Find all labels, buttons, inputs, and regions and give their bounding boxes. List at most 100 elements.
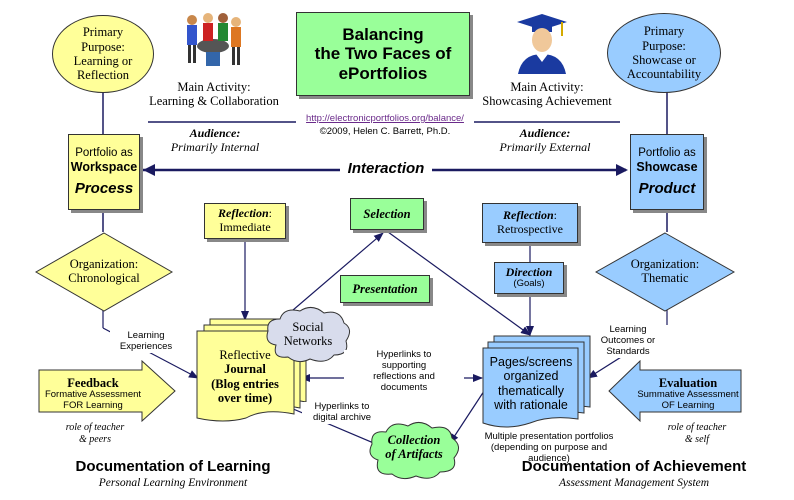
feedback-title: Feedback [67, 376, 119, 390]
label-line: Standards [606, 345, 650, 357]
social-networks-text: Social Networks [262, 320, 354, 349]
reflection-sub: Immediate [219, 220, 271, 234]
reflection-immediate-box: Reflection: Immediate [204, 203, 286, 239]
source-url-link[interactable]: http://electronicportfolios.org/balance/ [296, 113, 474, 125]
activity-line: Main Activity: [510, 80, 584, 94]
graduate-icon [517, 14, 567, 74]
documentation-achievement-title: Documentation of Achievement [521, 458, 747, 475]
collection-artifacts-cloud [369, 422, 459, 480]
interaction-arrowhead-left [143, 164, 155, 176]
journal-line: Reflective [219, 348, 271, 362]
portfolio-kind: Showcase [636, 159, 698, 174]
label-line: Experiences [119, 340, 173, 352]
audience-left-value: Primarily Internal [170, 140, 260, 154]
group-collaboration-icon [187, 13, 241, 66]
connector-selection-to-pages [387, 231, 531, 336]
pages-screens-text: Pages/screens organized thematically wit… [482, 355, 580, 413]
interaction-arrowhead-right [616, 164, 628, 176]
purpose-line: Purpose: [642, 38, 686, 53]
evaluation-line: Summative Assessment [637, 389, 739, 401]
feedback-text: Feedback Formative Assessment FOR Learni… [38, 376, 148, 412]
organization-line: Chronological [68, 271, 140, 286]
purpose-line: Learning or [73, 54, 133, 68]
organization-thematic-text: Organization: Thematic [595, 257, 735, 286]
organization-chronological-diamond [35, 232, 173, 312]
main-activity-right: Main Activity: Showcasing Achievement [472, 80, 622, 109]
cloud-line: Social [292, 320, 324, 334]
pages-line: thematically [498, 383, 564, 398]
portfolio-showcase-box: Portfolio as Showcase Product [630, 134, 704, 210]
organization-thematic-diamond [595, 232, 735, 312]
audience-left: Audience: [160, 126, 270, 141]
title-line: Balancing [342, 24, 424, 44]
reflection-sub: Retrospective [497, 222, 563, 236]
audience-right-value: Primarily External [499, 140, 591, 154]
feedback-line: Formative Assessment [44, 389, 142, 401]
feedback-arrow-shape [38, 360, 176, 422]
documentation-achievement-subtitle: Assessment Management System [558, 477, 710, 489]
presentation-box: Presentation [340, 275, 430, 303]
label-line: Learning [127, 330, 165, 341]
main-activity-left: Main Activity: Learning & Collaboration [140, 80, 288, 109]
role-left-label: role of teacher & peers [50, 422, 140, 445]
label-line: reflections and [373, 370, 435, 382]
label-line: supporting [381, 359, 427, 371]
portfolio-as-label: Portfolio as [638, 146, 696, 159]
purpose-line: Primary [643, 24, 685, 39]
hyperlinks-archive-label: Hyperlinks to digital archive [302, 401, 382, 424]
audience-right: Audience: [490, 126, 600, 141]
direction-box: Direction (Goals) [494, 262, 564, 294]
evaluation-line: OF Learning [661, 400, 715, 412]
portfolio-kind: Workspace [70, 159, 138, 174]
label-line: Multiple presentation portfolios [484, 431, 614, 442]
label-line: Outcomes or [600, 334, 656, 346]
documentation-learning-subtitle: Personal Learning Environment [98, 477, 248, 489]
title-line: the Two Faces of [314, 44, 452, 64]
pages-line: with rationale [494, 398, 568, 413]
portfolio-as-label: Portfolio as [75, 146, 133, 159]
audience-label: Audience: [189, 126, 241, 140]
organization-line: Organization: [69, 257, 139, 271]
learning-experiences-label: Learning Experiences [110, 330, 182, 353]
purpose-line: Showcase or [632, 53, 696, 67]
activity-line: Main Activity: [177, 80, 251, 94]
portfolio-type: Product [638, 180, 696, 198]
label-line: digital archive [312, 411, 372, 423]
organization-line: Organization: [630, 257, 700, 271]
purpose-line: Accountability [626, 67, 702, 82]
label-line: (depending on purpose and audience) [490, 441, 608, 464]
documentation-learning-title: Documentation of Learning [75, 458, 271, 475]
direction-sub: (Goals) [513, 278, 545, 290]
portfolio-workspace-box: Portfolio as Workspace Process [68, 134, 140, 210]
purpose-line: Purpose: [81, 39, 125, 54]
label-line: Hyperlinks to [314, 401, 370, 412]
primary-purpose-showcase-ellipse: Primary Purpose: Showcase or Accountabil… [607, 13, 721, 93]
collection-line: of Artifacts [385, 447, 443, 462]
journal-line: (Blog entries [211, 376, 279, 391]
direction-title: Direction [505, 264, 553, 279]
purpose-line: Reflection [76, 68, 130, 83]
activity-line: Showcasing Achievement [482, 94, 612, 109]
selection-box: Selection [350, 198, 424, 230]
audience-label: Audience: [519, 126, 571, 140]
evaluation-text: Evaluation Summative Assessment OF Learn… [634, 376, 742, 412]
pages-screens-shape [482, 335, 591, 428]
portfolio-type: Process [74, 180, 134, 198]
organization-chronological-text: Organization: Chronological [35, 257, 173, 286]
pages-line: organized [503, 369, 559, 384]
role-line: role of teacher [667, 422, 727, 433]
role-right-label: role of teacher & self [652, 422, 742, 445]
label-line: Learning [609, 324, 647, 335]
social-networks-cloud [266, 307, 350, 363]
reflection-retrospective-box: Reflection: Retrospective [482, 203, 578, 243]
copyright-text: ©2009, Helen C. Barrett, Ph.D. [319, 126, 451, 137]
organization-line: Thematic [641, 271, 689, 286]
label-line: documents [380, 381, 428, 393]
primary-purpose-learning-ellipse: Primary Purpose: Learning or Reflection [52, 15, 154, 93]
evaluation-arrow-shape [608, 360, 742, 422]
label-line: Hyperlinks to [376, 349, 432, 360]
interaction-label: Interaction [347, 160, 425, 177]
connector-pages-to-collection [449, 384, 489, 444]
journal-line: over time) [217, 391, 273, 406]
